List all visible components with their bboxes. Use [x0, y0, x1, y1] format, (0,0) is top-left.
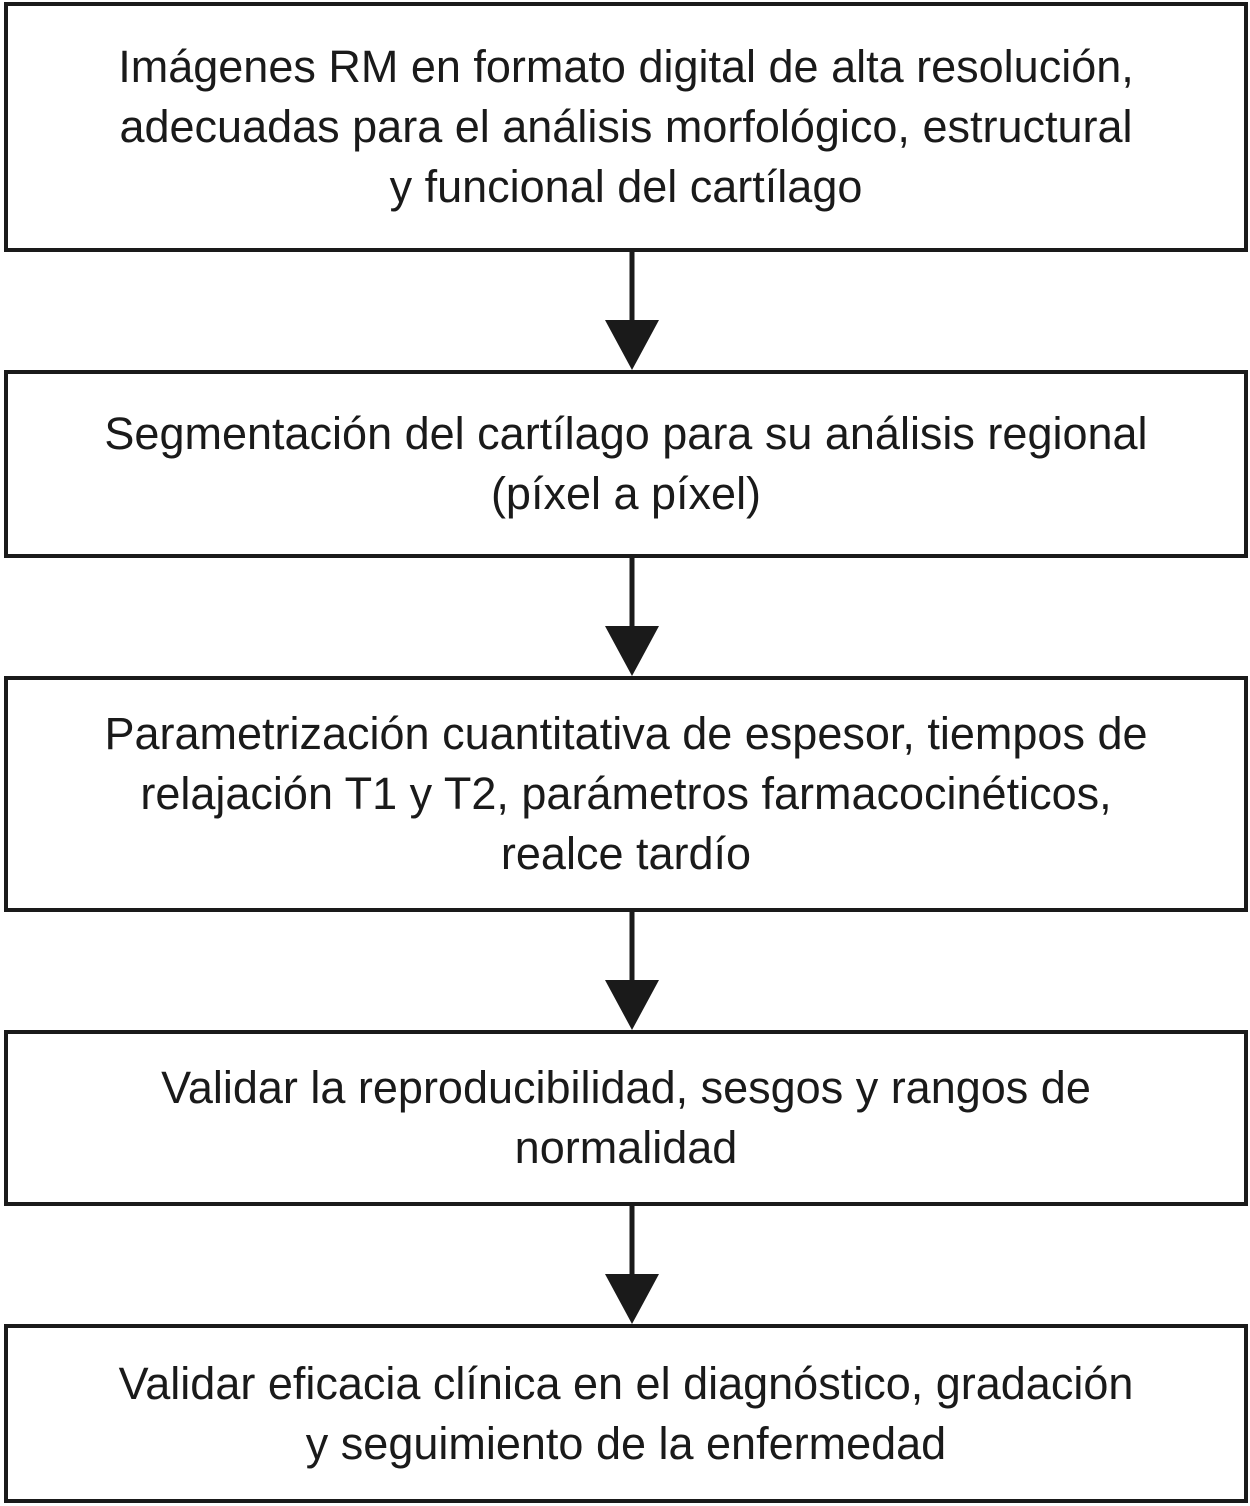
step-2-line-1: Segmentación del cartílago para su análi…	[104, 408, 1148, 459]
arrow-step-4-to-5	[605, 1206, 659, 1324]
step-1-line-2: adecuadas para el análisis morfológico, …	[119, 101, 1133, 152]
step-5-line-1: Validar eficacia clínica en el diagnósti…	[118, 1357, 1134, 1409]
step-1-line-3: y funcional del cartílago	[389, 161, 863, 212]
step-3-line-3: realce tardío	[500, 828, 752, 879]
step-3-line-2: relajación T1 y T2, parámetros farmacoci…	[140, 768, 1112, 819]
step-2-line-2: (píxel a píxel)	[490, 468, 762, 519]
arrow-step-1-to-2	[605, 252, 659, 370]
step-3-line-1: Parametrización cuantitativa de espesor,…	[104, 708, 1148, 759]
step-4-line-1: Validar la reproducibilidad, sesgos y ra…	[161, 1062, 1091, 1113]
flow-step-2: Segmentación del cartílago para su análi…	[4, 370, 1248, 558]
flow-step-3: Parametrización cuantitativa de espesor,…	[4, 676, 1248, 912]
step-1-line-1: Imágenes RM en formato digital de alta r…	[118, 41, 1134, 92]
arrow-step-2-to-3	[605, 558, 659, 676]
flow-step-5: Validar eficacia clínica en el diagnósti…	[4, 1324, 1248, 1503]
step-4-line-2: normalidad	[514, 1122, 738, 1173]
arrow-step-3-to-4	[605, 912, 659, 1030]
flow-step-4: Validar la reproducibilidad, sesgos y ra…	[4, 1030, 1248, 1206]
flow-step-1: Imágenes RM en formato digital de alta r…	[4, 2, 1248, 252]
step-5-line-2: y seguimiento de la enfermedad	[305, 1417, 947, 1469]
